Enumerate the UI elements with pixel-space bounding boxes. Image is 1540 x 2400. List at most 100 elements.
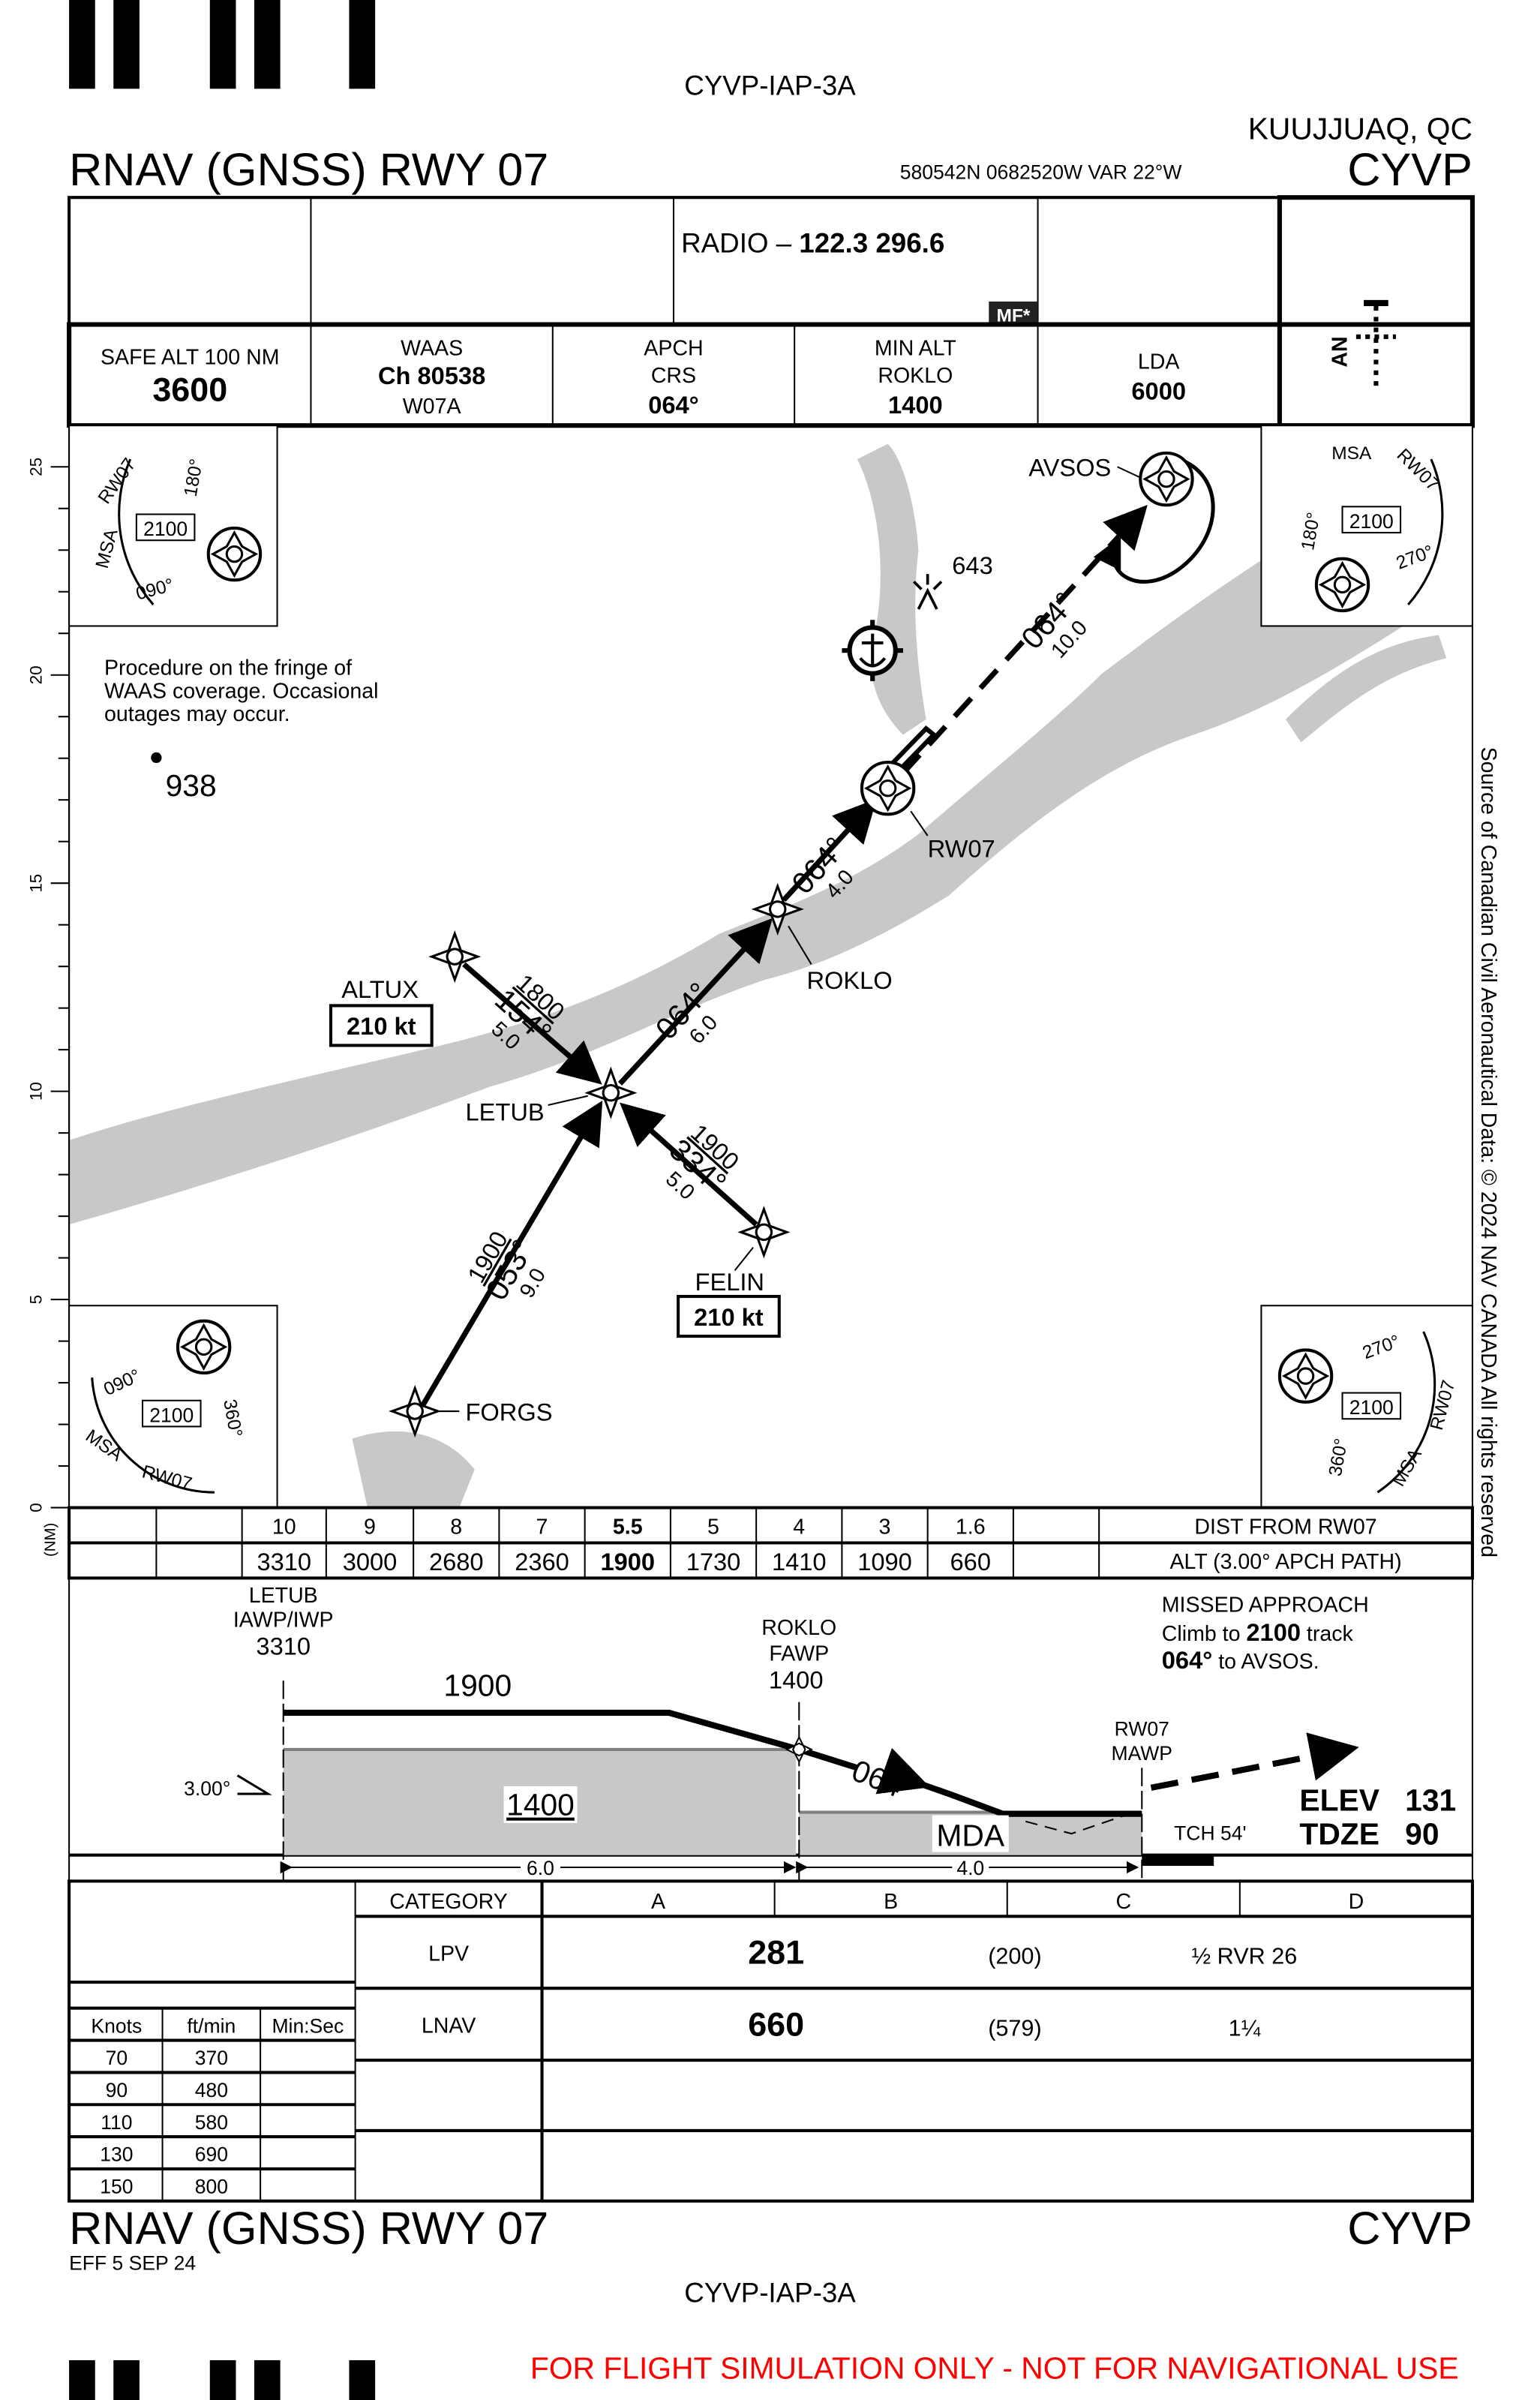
row-hat: (579) bbox=[988, 2015, 1041, 2041]
rate-knots: 90 bbox=[106, 2079, 128, 2101]
lighting-label: AN bbox=[1328, 336, 1352, 367]
rate-knots: 130 bbox=[100, 2143, 133, 2166]
registration-bars-top bbox=[69, 0, 376, 89]
dist-cell: 7 bbox=[536, 1515, 548, 1539]
footer-procedure-title: RNAV (GNSS) RWY 07 bbox=[69, 2203, 548, 2254]
fix-label: RW07 bbox=[928, 835, 995, 863]
fix-roklo: ROKLO bbox=[753, 885, 893, 994]
min-alt-value: 1400 bbox=[888, 391, 943, 419]
apch-label-1: APCH bbox=[644, 336, 703, 360]
dist-cell: 10 bbox=[272, 1515, 296, 1539]
doc-id-bottom: CYVP-IAP-3A bbox=[684, 2277, 856, 2308]
waas-channel: Ch 80538 bbox=[378, 362, 485, 389]
minimums-table: CATEGORY A B C D LPV 281 (200) ½ RVR 26 … bbox=[68, 1879, 1474, 2203]
msa-inset-bottom-right: 2100 MSA RW07 270° 360° bbox=[1260, 1305, 1473, 1509]
plan-view: 0 5 10 15 20 25 (NM) 2100 MSA RW07 180° … bbox=[26, 425, 1473, 1557]
msa-alt: 2100 bbox=[149, 1404, 194, 1426]
rate-ftmin: 690 bbox=[195, 2143, 228, 2166]
waas-note: Procedure on the fringe of WAAS coverage… bbox=[104, 656, 384, 726]
safe-alt-label: SAFE ALT 100 NM bbox=[101, 346, 280, 370]
row-name: LPV bbox=[428, 1942, 469, 1966]
alt-1400: 1400 bbox=[506, 1788, 575, 1822]
alt-label: ALT (3.00° APCH PATH) bbox=[1169, 1550, 1401, 1574]
msa-inset-bottom-left: 2100 MSA RW07 090° 360° bbox=[68, 1305, 278, 1509]
y-tick-10: 10 bbox=[26, 1082, 45, 1101]
roklo-alt: 1400 bbox=[769, 1666, 824, 1693]
msa-alt: 2100 bbox=[1349, 1396, 1394, 1419]
footer-airport-id: CYVP bbox=[1347, 2203, 1472, 2254]
effective-date: EFF 5 SEP 24 bbox=[69, 2252, 196, 2275]
fix-avsos: AVSOS bbox=[1028, 453, 1192, 505]
nm-label: (NM) bbox=[43, 1523, 59, 1557]
disclaimer: FOR FLIGHT SIMULATION ONLY - NOT FOR NAV… bbox=[530, 2350, 1459, 2385]
dist-cell: 4 bbox=[793, 1515, 805, 1539]
minimums-row-lpv: LPV 281 (200) ½ RVR 26 bbox=[428, 1933, 1297, 1972]
row-da: 660 bbox=[748, 2005, 804, 2043]
y-tick-25: 25 bbox=[26, 458, 45, 476]
letub-type: IAWP/IWP bbox=[233, 1609, 334, 1633]
row-name: LNAV bbox=[422, 2014, 476, 2038]
msa-inset-top-left: 2100 MSA RW07 180° 090° bbox=[68, 425, 278, 627]
apch-label-2: CRS bbox=[651, 364, 696, 388]
rate-header-minsec: Min:Sec bbox=[272, 2014, 344, 2037]
min-alt-label-1: MIN ALT bbox=[875, 336, 956, 360]
letub-name: LETUB bbox=[249, 1584, 318, 1608]
msa-alt: 2100 bbox=[1349, 510, 1394, 533]
obstacle-elevation: 643 bbox=[952, 551, 992, 579]
mawp-type: MAWP bbox=[1112, 1742, 1173, 1765]
rate-ftmin: 800 bbox=[195, 2176, 228, 2198]
rate-ftmin: 580 bbox=[195, 2111, 228, 2134]
rate-ftmin: 370 bbox=[195, 2047, 228, 2069]
roklo-type: FAWP bbox=[769, 1642, 829, 1666]
alt-cell: 1730 bbox=[686, 1548, 741, 1575]
rate-knots: 150 bbox=[100, 2176, 133, 2198]
dist-cell: 5 bbox=[707, 1515, 719, 1539]
procedure-title: RNAV (GNSS) RWY 07 bbox=[69, 144, 548, 195]
rate-knots: 70 bbox=[106, 2047, 128, 2069]
safe-alt-value: 3600 bbox=[152, 371, 227, 409]
spot-elevation: 938 bbox=[166, 768, 217, 803]
elev-value: 131 bbox=[1405, 1783, 1456, 1818]
fix-letub: LETUB bbox=[466, 1068, 635, 1125]
msa-alt: 2100 bbox=[143, 518, 188, 540]
dist-cell: 3 bbox=[879, 1515, 891, 1539]
profile-view: LETUB IAWP/IWP 3310 ROKLO FAWP 1400 RW07… bbox=[68, 1577, 1473, 1882]
category-c: C bbox=[1115, 1890, 1131, 1914]
speed-limit: 210 kt bbox=[694, 1303, 764, 1331]
alt-cell: 2360 bbox=[515, 1548, 569, 1575]
leg-altux: 1800 154° 5.0 bbox=[487, 969, 571, 1055]
fix-label: FORGS bbox=[466, 1398, 553, 1425]
profile-course: 064° bbox=[847, 1753, 918, 1808]
alt-cell: 3310 bbox=[257, 1548, 311, 1575]
apch-course: 064° bbox=[648, 391, 698, 419]
roklo-name: ROKLO bbox=[761, 1616, 836, 1640]
fix-label: LETUB bbox=[466, 1098, 545, 1125]
missed-line-2: 064° to AVSOS. bbox=[1162, 1646, 1319, 1674]
airport-id: CYVP bbox=[1347, 144, 1472, 195]
fix-rw07: RW07 bbox=[862, 762, 995, 863]
mda-label: MDA bbox=[936, 1818, 1004, 1852]
location: KUUJJUAQ, QC bbox=[1248, 112, 1472, 146]
dist-cell: 5.5 bbox=[613, 1515, 643, 1539]
fix-felin: FELIN 210 kt bbox=[677, 1208, 788, 1338]
tch-label: TCH 54' bbox=[1174, 1822, 1246, 1844]
category-label: CATEGORY bbox=[389, 1890, 508, 1914]
fix-forgs: FORGS bbox=[391, 1386, 553, 1436]
spot-elevation-dot bbox=[151, 752, 162, 764]
rate-header-knots: Knots bbox=[91, 2014, 142, 2037]
category-b: B bbox=[884, 1890, 898, 1914]
row-da: 281 bbox=[748, 1933, 804, 1972]
doc-id-top: CYVP-IAP-3A bbox=[684, 70, 856, 101]
rate-ftmin: 480 bbox=[195, 2079, 228, 2101]
dist-cell: 9 bbox=[364, 1515, 376, 1539]
alt-cell: 1900 bbox=[600, 1548, 655, 1575]
msa-inset-top-right: 2100 MSA RW07 180° 270° bbox=[1260, 425, 1473, 627]
tdze-value: 90 bbox=[1405, 1816, 1439, 1851]
gpa-angle-icon bbox=[236, 1774, 272, 1795]
elev-label: ELEV bbox=[1299, 1783, 1379, 1818]
fawp-maltese-cross-icon bbox=[785, 1735, 813, 1764]
registration-bars-bottom bbox=[69, 2359, 376, 2400]
waas-id: W07A bbox=[403, 395, 461, 419]
alt-cell: 3000 bbox=[343, 1548, 398, 1575]
